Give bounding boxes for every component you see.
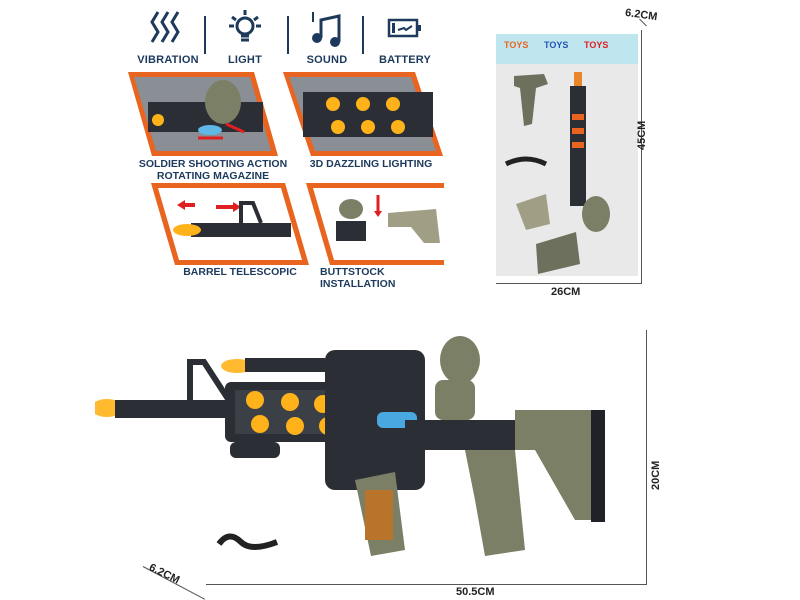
package-brand: TOYS	[504, 40, 529, 50]
package-depth-label: 6.2CM	[624, 6, 659, 24]
package-height-label: 45CM	[636, 120, 648, 150]
package-height-line	[641, 30, 642, 284]
panel-dazzling-lighting	[283, 72, 443, 156]
panel-caption-lighting: 3D DAZZLING LIGHTING	[309, 158, 433, 170]
feature-label-battery: BATTERY	[378, 54, 432, 66]
package-width-label: 26CM	[551, 286, 581, 298]
vibration-icon	[150, 11, 180, 43]
lightbulb-icon	[229, 10, 261, 42]
package-width-line	[496, 283, 642, 284]
product-length-label: 50.5CM	[456, 586, 495, 598]
package-header: TOYS TOYS TOYS	[496, 34, 638, 64]
product-depth-label: 6.2CM	[147, 561, 182, 587]
feature-divider	[287, 16, 289, 54]
package-gun-image	[504, 72, 610, 274]
panel-caption-soldier: SOLDIER SHOOTING ACTION ROTATING MAGAZIN…	[138, 158, 288, 182]
battery-icon	[387, 18, 421, 38]
panel-caption-buttstock: BUTTSTOCK INSTALLATION	[320, 266, 396, 290]
panel-soldier-action	[128, 72, 278, 156]
package-brand: TOYS	[584, 40, 609, 50]
panel-caption-barrel: BARREL TELESCOPIC	[183, 266, 297, 278]
product-height-line	[646, 330, 647, 585]
feature-divider	[204, 16, 206, 54]
product-height-label: 20CM	[650, 460, 662, 490]
caption-line: ROTATING MAGAZINE	[156, 170, 270, 182]
package-box: TOYS TOYS TOYS	[496, 34, 638, 276]
feature-label-vibration: VIBRATION	[137, 54, 199, 66]
panel-barrel-telescopic	[151, 183, 309, 265]
music-note-icon	[312, 12, 341, 47]
product-gun-image	[95, 336, 605, 556]
caption-line: SOLDIER SHOOTING ACTION	[138, 158, 288, 170]
product-length-line	[206, 584, 647, 585]
feature-divider	[362, 16, 364, 54]
package-brand: TOYS	[544, 40, 569, 50]
feature-label-sound: SOUND	[306, 54, 348, 66]
feature-label-light: LIGHT	[228, 54, 262, 66]
strap-image	[216, 533, 279, 550]
panel-buttstock-installation	[306, 183, 444, 265]
